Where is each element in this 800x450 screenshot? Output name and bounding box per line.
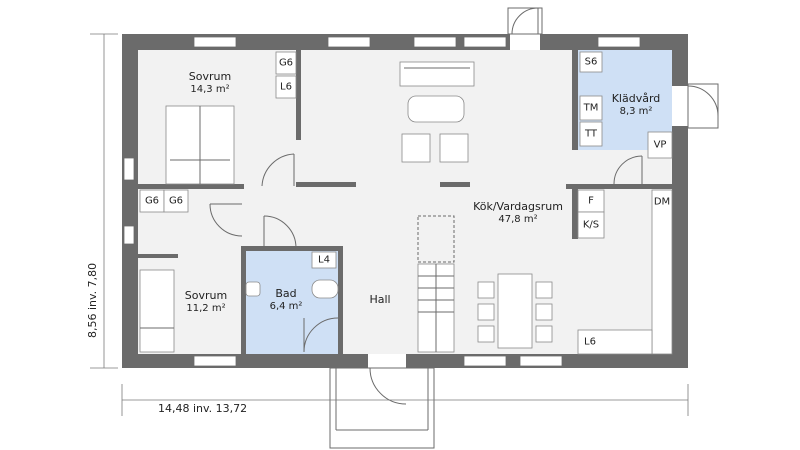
wardrobes-middle: [139, 189, 189, 213]
toilet: [311, 279, 339, 299]
sofa: [399, 61, 475, 87]
armchairs: [401, 133, 469, 163]
room-area-sovrum-1: 14,3 m²: [190, 84, 229, 95]
kitchen-tag-f: F: [588, 196, 594, 207]
room-area-bad: 6,4 m²: [270, 301, 303, 312]
room-area-kladvard: 8,3 m²: [620, 106, 653, 117]
wardrobe-tag-l6-top: L6: [280, 82, 292, 93]
room-area-kok: 47,8 m²: [498, 214, 537, 225]
laundry-tag-vp: VP: [654, 140, 667, 151]
room-label-bad: Bad: [275, 287, 296, 300]
door-swings: [209, 153, 643, 353]
room-label-sovrum-1: Sovrum: [189, 70, 231, 83]
bathroom-sink: [245, 281, 261, 297]
width-dimension: 14,48 inv. 13,72: [158, 402, 247, 415]
laundry-door-opening: [672, 86, 688, 126]
wardrobe-tag-g6-a: G6: [145, 196, 159, 207]
bathroom-cabinet: [311, 251, 337, 269]
coffee-table: [407, 95, 465, 123]
kitchen-counter: [577, 189, 673, 355]
wardrobe-tag-g6-top: G6: [279, 58, 293, 69]
terrace-door-opening: [510, 34, 540, 50]
laundry-tag-tm: TM: [583, 103, 599, 114]
height-dimension: 8,56 inv. 7,80: [86, 263, 99, 338]
room-label-hall: Hall: [369, 293, 390, 306]
wardrobe-tag-g6-b: G6: [169, 196, 183, 207]
laundry-exterior-door: [687, 83, 719, 129]
stairs: [417, 215, 455, 353]
interior-walls: [138, 50, 672, 354]
room-area-sovrum-2: 11,2 m²: [186, 303, 225, 314]
kitchen-tag-dm: DM: [654, 197, 670, 208]
room-label-kok: Kök/Vardagsrum: [473, 200, 563, 213]
single-bed: [139, 269, 175, 353]
room-label-kladvard: Klädvård: [612, 92, 661, 105]
laundry-tag-s6: S6: [585, 57, 598, 68]
room-label-sovrum-2: Sovrum: [185, 289, 227, 302]
dimension-lines: [90, 33, 689, 416]
terrace-door: [507, 7, 543, 35]
entrance-porch: [329, 367, 435, 449]
dining-table: [477, 273, 553, 349]
bathroom-tag-l4: L4: [318, 255, 330, 266]
laundry-fixtures: [579, 51, 673, 159]
kitchen-tag-ks: K/S: [583, 220, 599, 231]
front-door-opening: [368, 354, 406, 368]
laundry-tag-tt: TT: [584, 129, 598, 140]
kitchen-tag-l6: L6: [584, 337, 596, 348]
double-bed: [165, 105, 235, 185]
wardrobes-top: [275, 51, 297, 99]
